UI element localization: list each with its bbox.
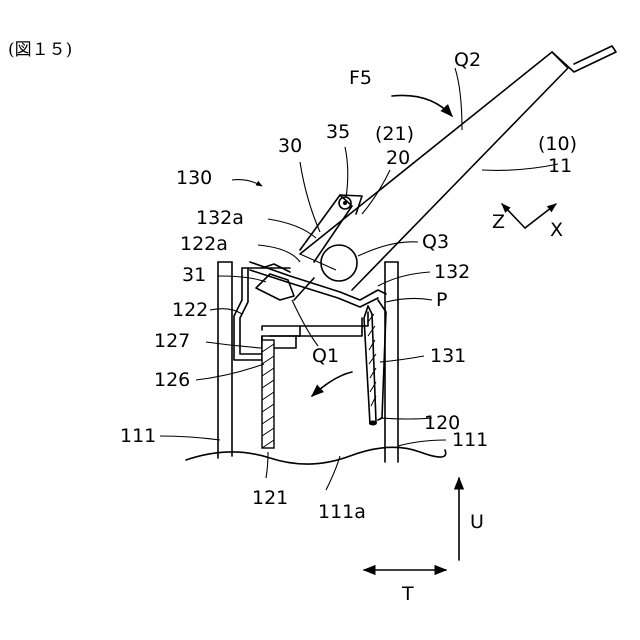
label-122a: 122a xyxy=(180,233,228,255)
figure-caption: (図１５) xyxy=(8,40,72,60)
label-131: 131 xyxy=(430,345,466,367)
label-35: 35 xyxy=(326,121,350,143)
structure-drawing xyxy=(186,46,616,464)
label-20: 20 xyxy=(386,147,410,169)
label-T: T xyxy=(401,583,414,605)
label-F5: F5 xyxy=(349,67,372,89)
label-111a: 111a xyxy=(318,501,366,523)
label-111-right: 111 xyxy=(452,429,488,451)
label-132a: 132a xyxy=(196,207,244,229)
label-127: 127 xyxy=(154,330,190,352)
label-P: P xyxy=(436,289,447,311)
label-X: X xyxy=(550,219,563,241)
label-Q3: Q3 xyxy=(422,231,449,253)
label-11: 11 xyxy=(548,155,572,177)
axes-ut xyxy=(364,478,459,570)
label-ref21: (21) xyxy=(375,123,414,145)
label-U: U xyxy=(470,511,484,533)
reference-labels: F5 Q2 (21) (10) 35 30 20 11 130 132a 122… xyxy=(120,49,577,605)
label-111-left: 111 xyxy=(120,425,156,447)
label-31: 31 xyxy=(182,264,206,286)
label-122: 122 xyxy=(172,299,208,321)
label-121: 121 xyxy=(252,487,288,509)
label-Z: Z xyxy=(492,211,505,233)
leader-lines xyxy=(160,68,558,490)
label-132: 132 xyxy=(434,261,470,283)
label-Q2: Q2 xyxy=(454,49,481,71)
label-30: 30 xyxy=(278,135,302,157)
label-ref10: (10) xyxy=(538,133,577,155)
label-Q1: Q1 xyxy=(312,345,339,367)
axes-zx xyxy=(502,204,556,228)
label-130: 130 xyxy=(176,167,212,189)
label-126: 126 xyxy=(154,369,190,391)
